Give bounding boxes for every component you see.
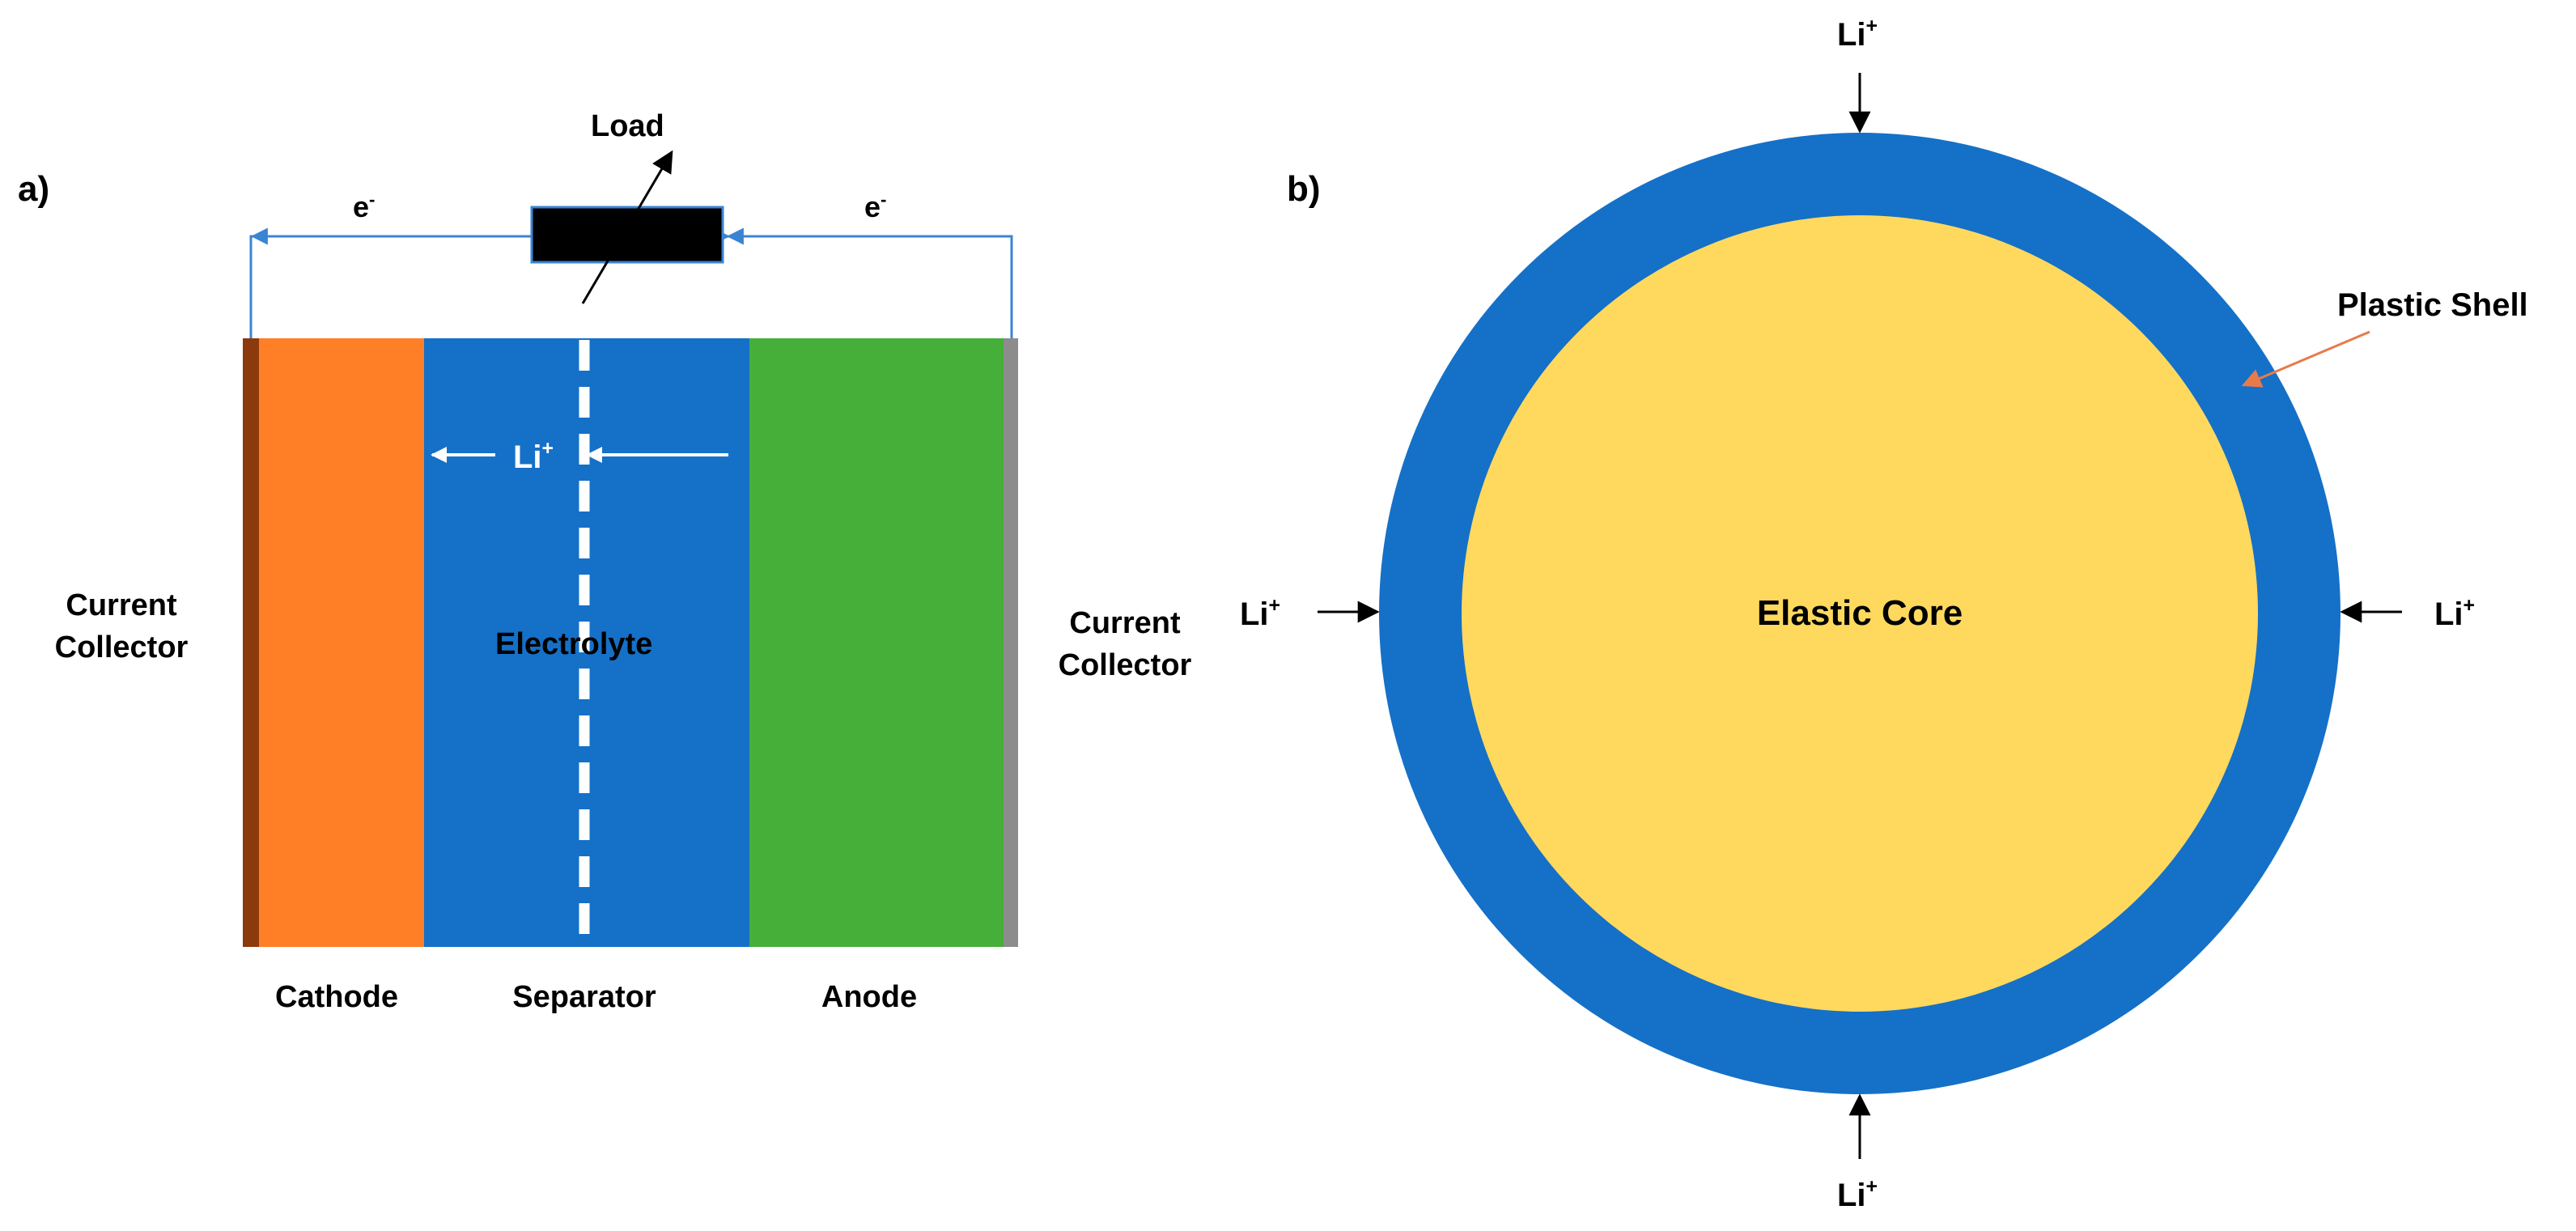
ion-label-top: Li+	[1837, 15, 1878, 53]
cathode-current-collector	[243, 338, 259, 947]
panel-b: b) Elastic Core Plastic Shell Li+ Li+ Li…	[1240, 15, 2528, 1213]
panel-a: a) Load e- e- Li+ Electrolyte Current Co…	[18, 109, 1192, 1014]
plastic-shell-label: Plastic Shell	[2337, 287, 2528, 323]
panel-b-label: b)	[1287, 169, 1321, 209]
separator-label: Separator	[512, 980, 656, 1014]
anode-layer	[749, 338, 1004, 947]
anode-current-collector	[1004, 338, 1018, 947]
external-circuit-wire-right	[728, 235, 1013, 338]
electron-label-left: e-	[353, 189, 375, 223]
ion-label-left: Li+	[1240, 595, 1280, 632]
load-variable-arrow	[581, 150, 673, 304]
external-circuit-wire-left	[249, 235, 530, 338]
panel-a-label: a)	[18, 169, 49, 209]
anode-label: Anode	[821, 980, 917, 1014]
ion-label-electrolyte: Li+	[513, 438, 554, 475]
elastic-core	[1462, 215, 2258, 1012]
load-resistor	[530, 206, 724, 264]
plastic-shell-pointer	[2241, 330, 2370, 388]
electron-label-right: e-	[864, 189, 886, 223]
ion-label-bottom: Li+	[1837, 1176, 1878, 1213]
right-collector-label-line1: Current	[1069, 606, 1181, 640]
right-collector-label-line2: Collector	[1059, 648, 1192, 682]
cathode-layer	[259, 338, 424, 947]
cathode-label: Cathode	[275, 980, 398, 1014]
load-label: Load	[591, 109, 664, 143]
ion-label-right: Li+	[2434, 595, 2475, 632]
left-collector-label-line2: Collector	[55, 630, 189, 664]
left-collector-label-line1: Current	[66, 588, 177, 622]
electrolyte-label: Electrolyte	[495, 627, 652, 661]
elastic-core-label: Elastic Core	[1757, 593, 1963, 633]
